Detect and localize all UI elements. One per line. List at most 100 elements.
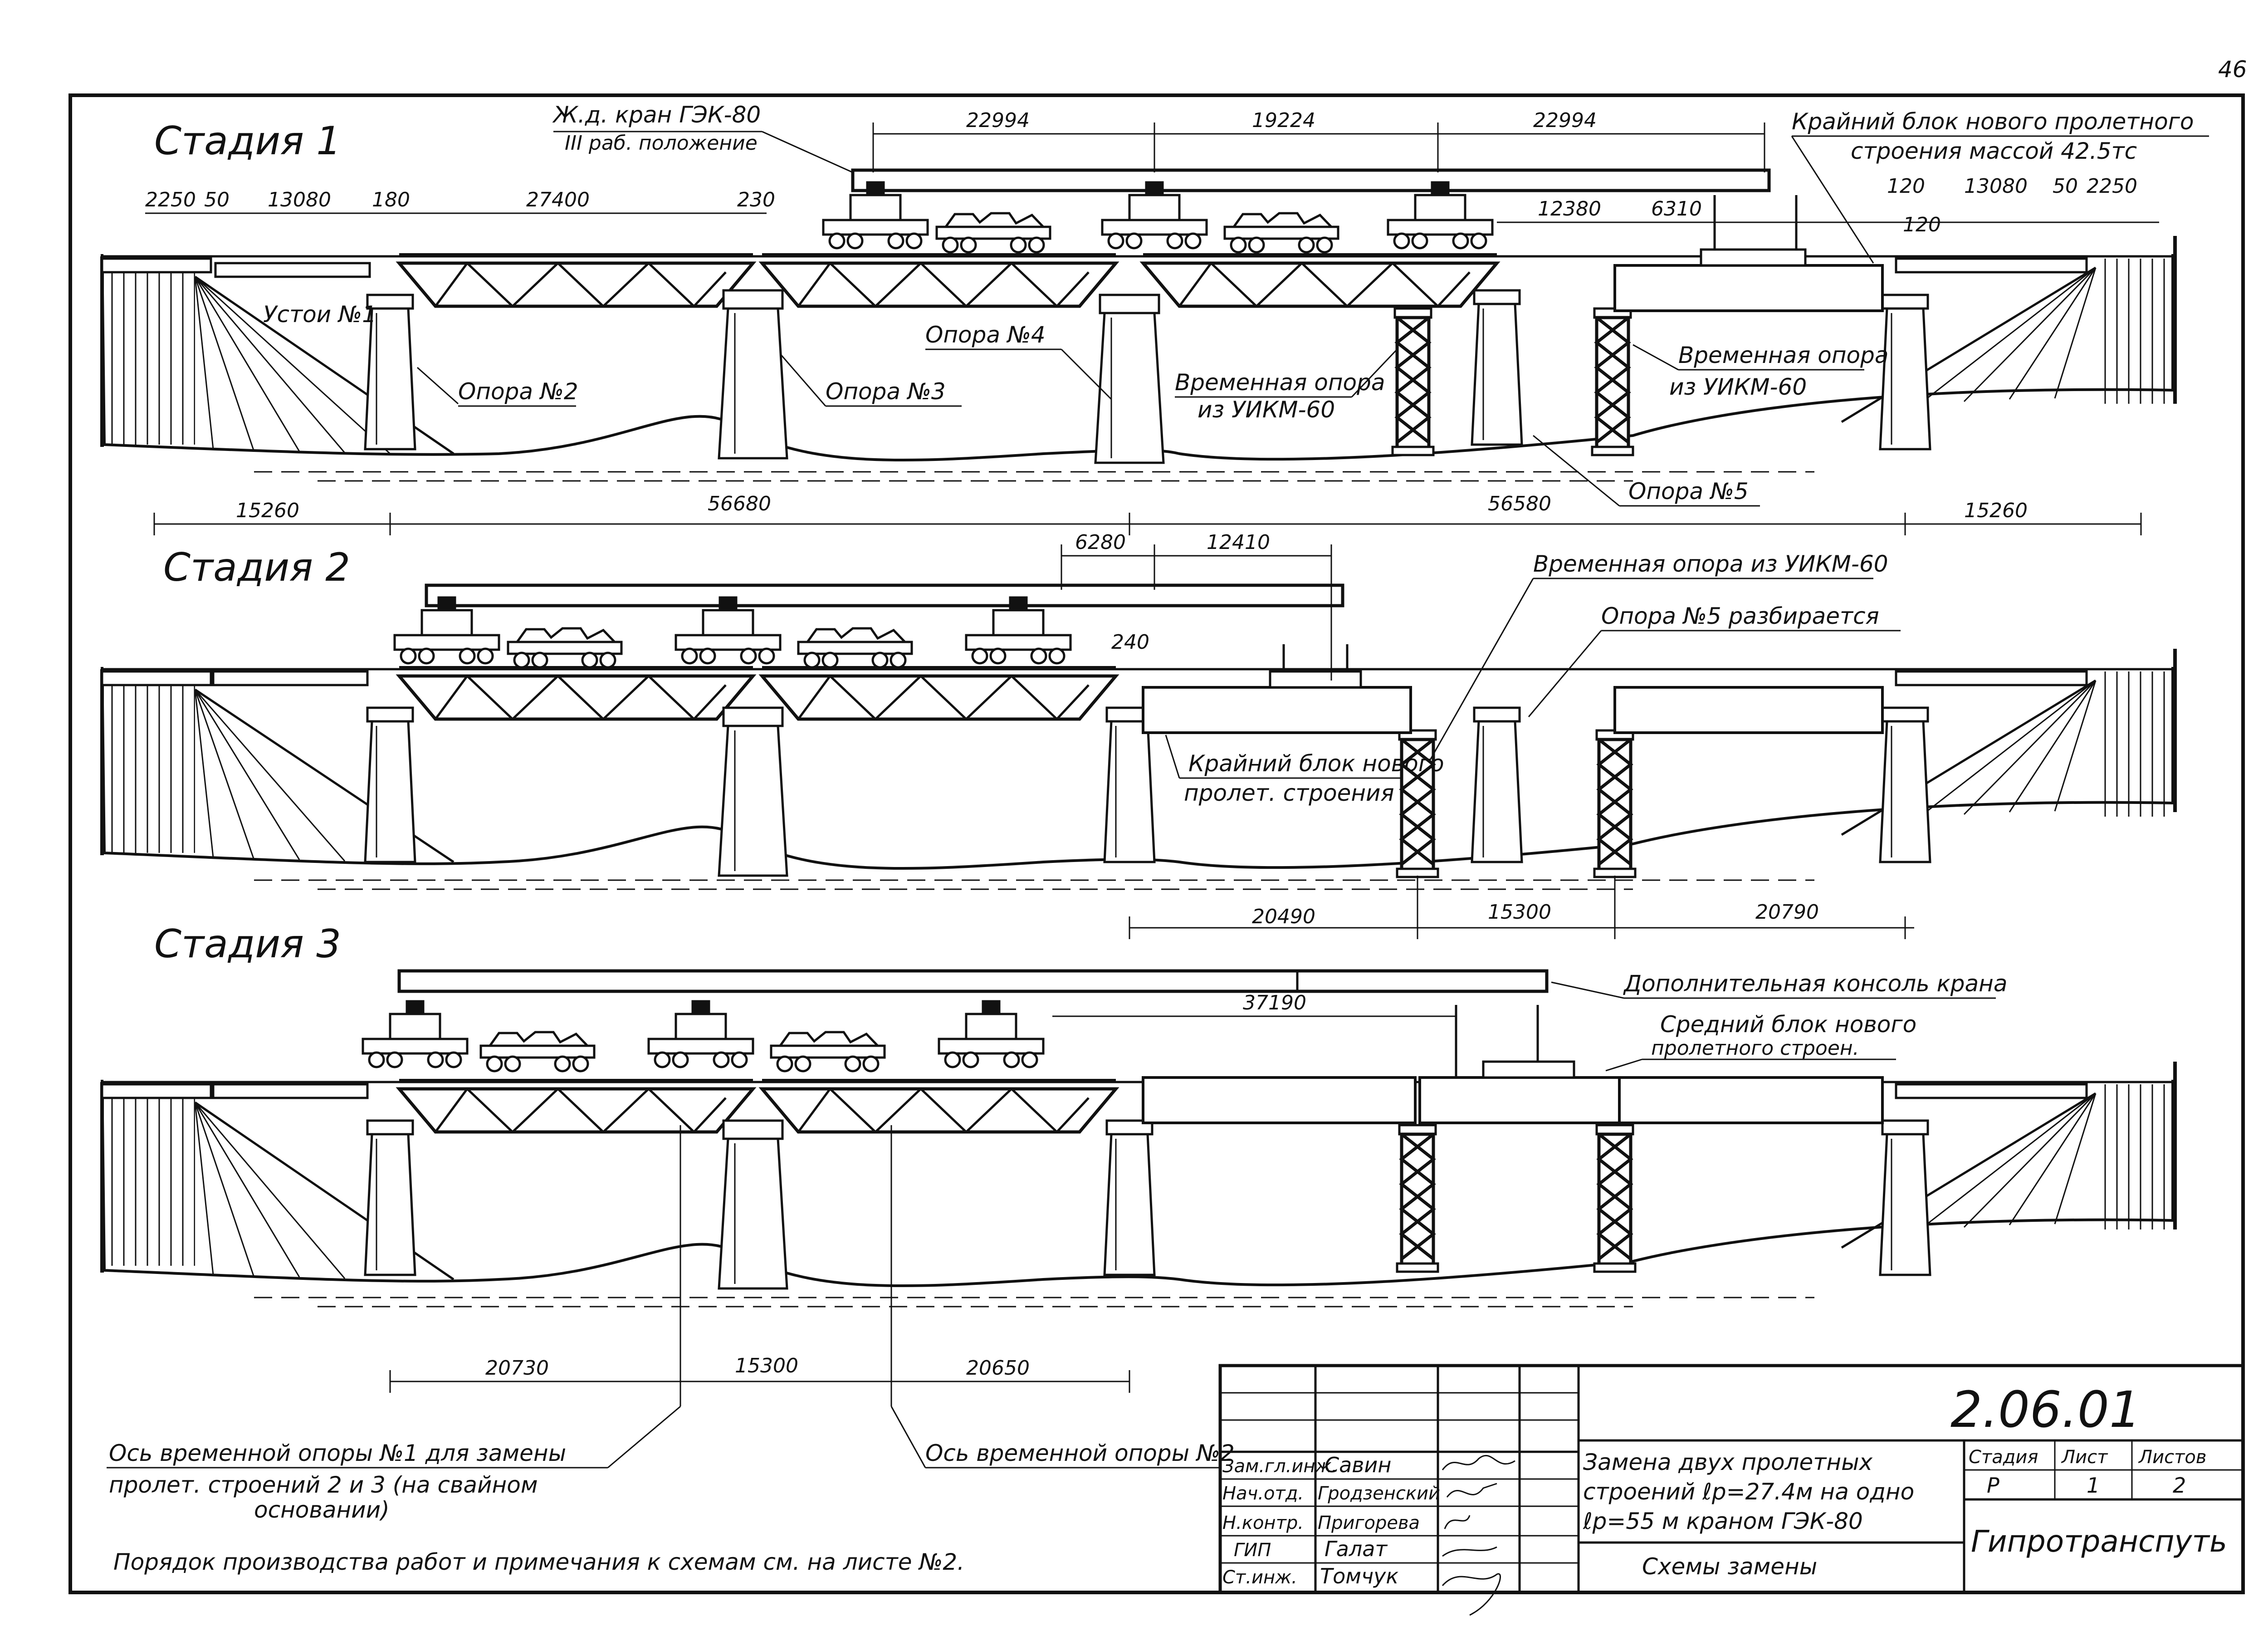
stage-1-left-dim-2: 13080 xyxy=(268,188,331,211)
role-1: Нач.отд. xyxy=(1222,1483,1304,1504)
col-sheet: Лист xyxy=(2061,1447,2108,1468)
role-0: Зам.гл.инж. xyxy=(1222,1456,1337,1477)
stage-1-bottom-dim-1: 56680 xyxy=(708,492,771,515)
role-3: ГИП xyxy=(1234,1540,1271,1561)
stage-2-bottom-dim-1: 15300 xyxy=(1488,901,1551,924)
stage-1-pier2-label: Опора №2 xyxy=(458,378,578,405)
stage-2-bottom-dim-0: 20490 xyxy=(1252,905,1315,928)
stage-3-console-label: Дополнительная консоль крана xyxy=(1623,970,2007,997)
stage-2-top-dim-0: 6280 xyxy=(1075,531,1126,554)
stage-3-crane-boom xyxy=(397,969,1549,993)
stage-2-top-dim-1: 12410 xyxy=(1207,531,1270,554)
stage-3-new-span-left xyxy=(1142,1076,1417,1124)
stage-1-ground xyxy=(101,254,2174,462)
val-sheet: 1 xyxy=(2087,1473,2100,1498)
stage-1-right-dim-0: 12380 xyxy=(1538,197,1601,220)
note-text: Порядок производства работ и примечания … xyxy=(113,1549,964,1575)
stage-2-edge-block-label-2: пролет. строения xyxy=(1184,780,1394,806)
stage-1-pier5-label: Опора №5 xyxy=(1628,478,1749,504)
signature-4 xyxy=(1442,1573,1501,1616)
stage-3-console-dim: 37190 xyxy=(1243,991,1306,1014)
stage-1-top-dim-1: 19224 xyxy=(1252,109,1315,132)
signature-3 xyxy=(1442,1546,1497,1557)
stage-1-pier3-label: Опора №3 xyxy=(826,378,946,405)
signature-0 xyxy=(1442,1455,1515,1470)
stage-1-temp-support-label-1: Временная опора xyxy=(1175,369,1385,396)
title-block: 2.06.01 Зам.гл.инж. Нач.отд. Н.контр. ГИ… xyxy=(1218,1364,2245,1616)
title-line-3: ℓр=55 м краном ГЭК-80 xyxy=(1583,1508,1863,1534)
stage-1-right-dim-5: 2250 xyxy=(2087,175,2137,198)
title-line-2: строений ℓр=27.4м на одно xyxy=(1583,1479,1914,1505)
page-number: 46 xyxy=(2218,56,2247,83)
stage-1-crane-boom xyxy=(851,168,1771,192)
stage-2-bottom-dim-2: 20790 xyxy=(1755,901,1819,924)
stage-3-bottom-dim-1: 15300 xyxy=(735,1354,798,1377)
name-4: Томчук xyxy=(1320,1564,1398,1588)
stage-1-pier4-label: Опора №4 xyxy=(925,322,1046,348)
stage-3-title: Стадия 3 xyxy=(154,921,341,967)
name-0: Савин xyxy=(1325,1453,1391,1477)
stage-1-edge-block-label-1: Крайний блок нового пролетного xyxy=(1792,108,2194,135)
stage-1-river xyxy=(254,471,1814,482)
stage-1-right-dim-2: 120 xyxy=(1887,175,1925,198)
name-2: Пригорева xyxy=(1318,1513,1420,1533)
stage-2-temp-support-label: Временная опора из УИКМ-60 xyxy=(1533,551,1888,577)
sheet-subject: Схемы замены xyxy=(1642,1553,1817,1580)
title-line-1: Замена двух пролетных xyxy=(1583,1449,1873,1475)
stage-1: Стадия 1 xyxy=(100,102,2209,535)
stage-3-axis1-label-1: Ось временной опоры №1 для замены xyxy=(109,1440,566,1466)
stage-1-left-dim-5: 230 xyxy=(737,188,775,211)
role-2: Н.контр. xyxy=(1222,1513,1304,1533)
stage-3-middle-block-label-2: пролетного строен. xyxy=(1651,1037,1859,1060)
signature-2 xyxy=(1444,1515,1471,1529)
name-3: Галат xyxy=(1325,1537,1388,1561)
stage-1-left-dim-3: 180 xyxy=(372,188,410,211)
stage-1-bottom-dim-0: 15260 xyxy=(236,499,299,522)
stage-3-middle-block xyxy=(1418,1076,1621,1124)
stage-1-right-dim-1: 6310 xyxy=(1651,197,1702,220)
name-1: Гродзенский xyxy=(1318,1483,1440,1504)
stage-2-pier5-label: Опора №5 разбирается xyxy=(1601,603,1879,629)
stage-3-middle-block-label-1: Средний блок нового xyxy=(1660,1011,1916,1038)
stage-1-temp-support2-label-2: из УИКМ-60 xyxy=(1669,374,1807,400)
stage-3-bottom-dim-2: 20650 xyxy=(966,1357,1030,1380)
role-4: Ст.инж. xyxy=(1222,1567,1297,1588)
stage-3-new-span-right xyxy=(1618,1076,1884,1124)
stage-2-edge-block xyxy=(1142,686,1412,734)
stage-1-bottom-dim-3: 15260 xyxy=(1964,499,2028,522)
stage-2-title: Стадия 2 xyxy=(163,545,350,590)
stage-3: Стадия 3 xyxy=(100,921,2177,1523)
stage-1-bottom-dim-2: 56580 xyxy=(1488,492,1551,515)
col-stage: Стадия xyxy=(1969,1447,2038,1468)
stage-1-crane-label-2: III раб. положение xyxy=(565,132,758,155)
stage-1-edge-block-label-2: строения массой 42.5тс xyxy=(1851,138,2137,164)
stage-2-ground xyxy=(101,666,2174,870)
stage-1-top-dim-2: 22994 xyxy=(1533,109,1597,132)
sheet-frame xyxy=(68,93,2245,1594)
stage-2-right-block xyxy=(1613,686,1884,734)
stage-2-top-dim-2: 240 xyxy=(1111,631,1149,654)
doc-number: 2.06.01 xyxy=(1950,1381,2141,1439)
stage-1-right-dim-3: 13080 xyxy=(1964,175,2028,198)
stage-3-axis1-label-2: пролет. строений 2 и 3 (на свайном xyxy=(109,1472,538,1498)
stage-1-right-dim-4: 50 xyxy=(2053,175,2078,198)
stage-1-crane-label-1: Ж.д. кран ГЭК-80 xyxy=(552,102,761,128)
stage-2: Стадия 2 xyxy=(100,531,2177,939)
val-sheets: 2 xyxy=(2173,1473,2186,1498)
stage-1-temp-support-label-2: из УИКМ-60 xyxy=(1198,397,1335,423)
stage-2-crane-boom xyxy=(425,583,1344,607)
stage-1-abutment-label: Устои №1 xyxy=(263,301,376,328)
stage-1-top-dim-0: 22994 xyxy=(966,109,1030,132)
organization: Гипротранспуть xyxy=(1971,1524,2227,1559)
val-stage: Р xyxy=(1987,1473,1999,1498)
signature-1 xyxy=(1446,1483,1497,1498)
stage-1-right-dim-6: 120 xyxy=(1903,213,1941,236)
stage-1-temp-support2-label-1: Временная опора xyxy=(1678,342,1889,368)
stage-3-ground xyxy=(101,1079,2174,1288)
stage-3-bottom-dim-0: 20730 xyxy=(485,1357,549,1380)
col-sheets: Листов xyxy=(2138,1447,2206,1468)
stage-3-axis1-label-3: основании) xyxy=(254,1497,390,1523)
stage-1-left-dim-0: 2250 xyxy=(145,188,196,211)
stage-3-axis2-label: Ось временной опоры №2 xyxy=(925,1440,1235,1466)
